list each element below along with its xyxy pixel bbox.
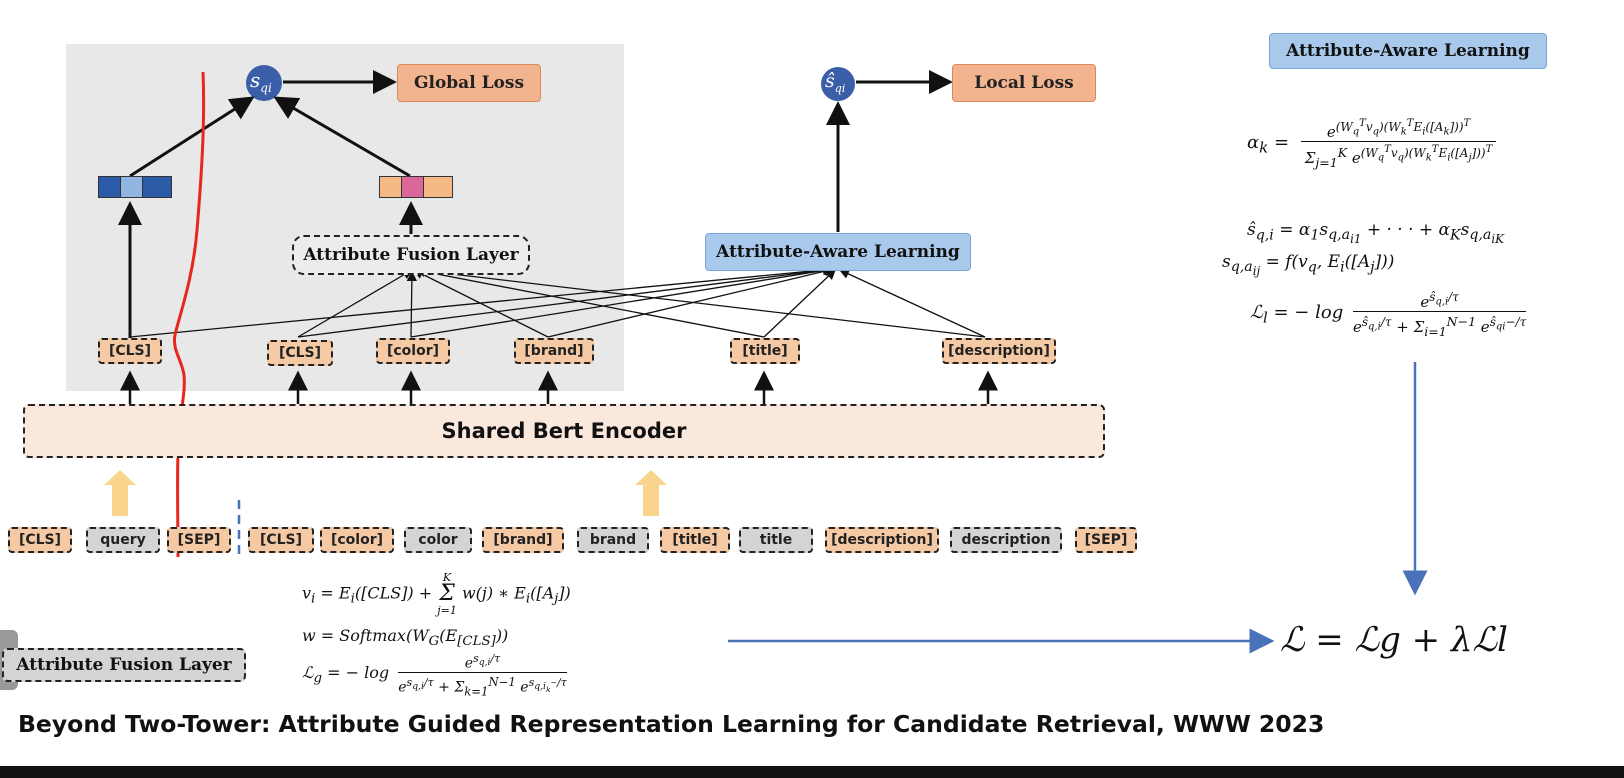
formula-total-loss: ℒ = ℒg + λℒl (1280, 620, 1508, 660)
input-token-color-tag: [color] (320, 527, 394, 553)
upper-token-description: [description] (942, 338, 1056, 364)
upper-token-color: [color] (376, 338, 450, 364)
formula-alpha: αk = e(WqTvq)(WkTEi([Ak]))T Σj=1K e(WqTv… (1247, 118, 1497, 170)
arrow-item-vec-to-s (273, 96, 411, 178)
attribute-aware-learning-title: Attribute-Aware Learning (1269, 33, 1547, 69)
encoder-up-arrows (120, 370, 998, 404)
s-hat-qi-label: ŝqi (825, 70, 846, 95)
attribute-fusion-layer-label: Attribute Fusion Layer (2, 648, 246, 682)
s-qi-node (246, 65, 282, 101)
input-token-cls: [CLS] (8, 527, 72, 553)
s-qi-label: sqi (250, 68, 272, 95)
input-up-arrow-right (635, 470, 667, 516)
upper-token-title: [title] (730, 338, 800, 364)
formula-global-loss: ℒg = − log esq,i/τ esq,i/τ + Σk=1N−1 esq… (302, 652, 567, 699)
formula-w: w = Softmax(WG(E[CLS])) (302, 626, 509, 650)
shared-bert-encoder: Shared Bert Encoder (23, 404, 1105, 458)
formula-s-qaij: sq,aij = f(vq, Ei([Aj])) (1222, 252, 1395, 279)
attribute-aware-learning-box: Attribute-Aware Learning (705, 233, 971, 271)
input-token-description-tag: [description] (825, 527, 939, 553)
local-loss-box: Local Loss (952, 64, 1096, 102)
input-token-sep: [SEP] (167, 527, 231, 553)
s-hat-qi-node (821, 67, 855, 101)
upper-token-brand: [brand] (514, 338, 594, 364)
input-token-title-tag: [title] (660, 527, 730, 553)
input-token-brand: brand (577, 527, 649, 553)
input-token-description: description (950, 527, 1062, 553)
input-token-brand-tag: [brand] (482, 527, 564, 553)
arrow-query-vec-to-s (129, 96, 255, 178)
attribute-fusion-layer-box: Attribute Fusion Layer (292, 235, 530, 275)
upper-token-cls-item: [CLS] (267, 340, 333, 366)
input-up-arrow-left (104, 470, 136, 516)
global-loss-box: Global Loss (397, 64, 541, 102)
input-token-title: title (739, 527, 813, 553)
input-token-cls-item: [CLS] (248, 527, 314, 553)
red-annotation-line (172, 71, 206, 558)
bottom-bar (0, 766, 1624, 778)
input-token-color: color (404, 527, 472, 553)
aal-connections (129, 264, 986, 338)
formula-s-hat: ŝq,i = α1sq,ai1 + · · · + αKsq,aiK (1247, 220, 1504, 247)
fusion-connections (297, 265, 986, 338)
input-token-query: query (86, 527, 160, 553)
upper-token-cls-query: [CLS] (98, 338, 162, 364)
formula-local-loss: ℒl = − log eŝq,i/τ eŝq,i/τ + Σi=1N−1 eŝq… (1250, 290, 1527, 339)
input-token-sep-end: [SEP] (1075, 527, 1137, 553)
paper-citation: Beyond Two-Tower: Attribute Guided Repre… (18, 710, 1325, 738)
